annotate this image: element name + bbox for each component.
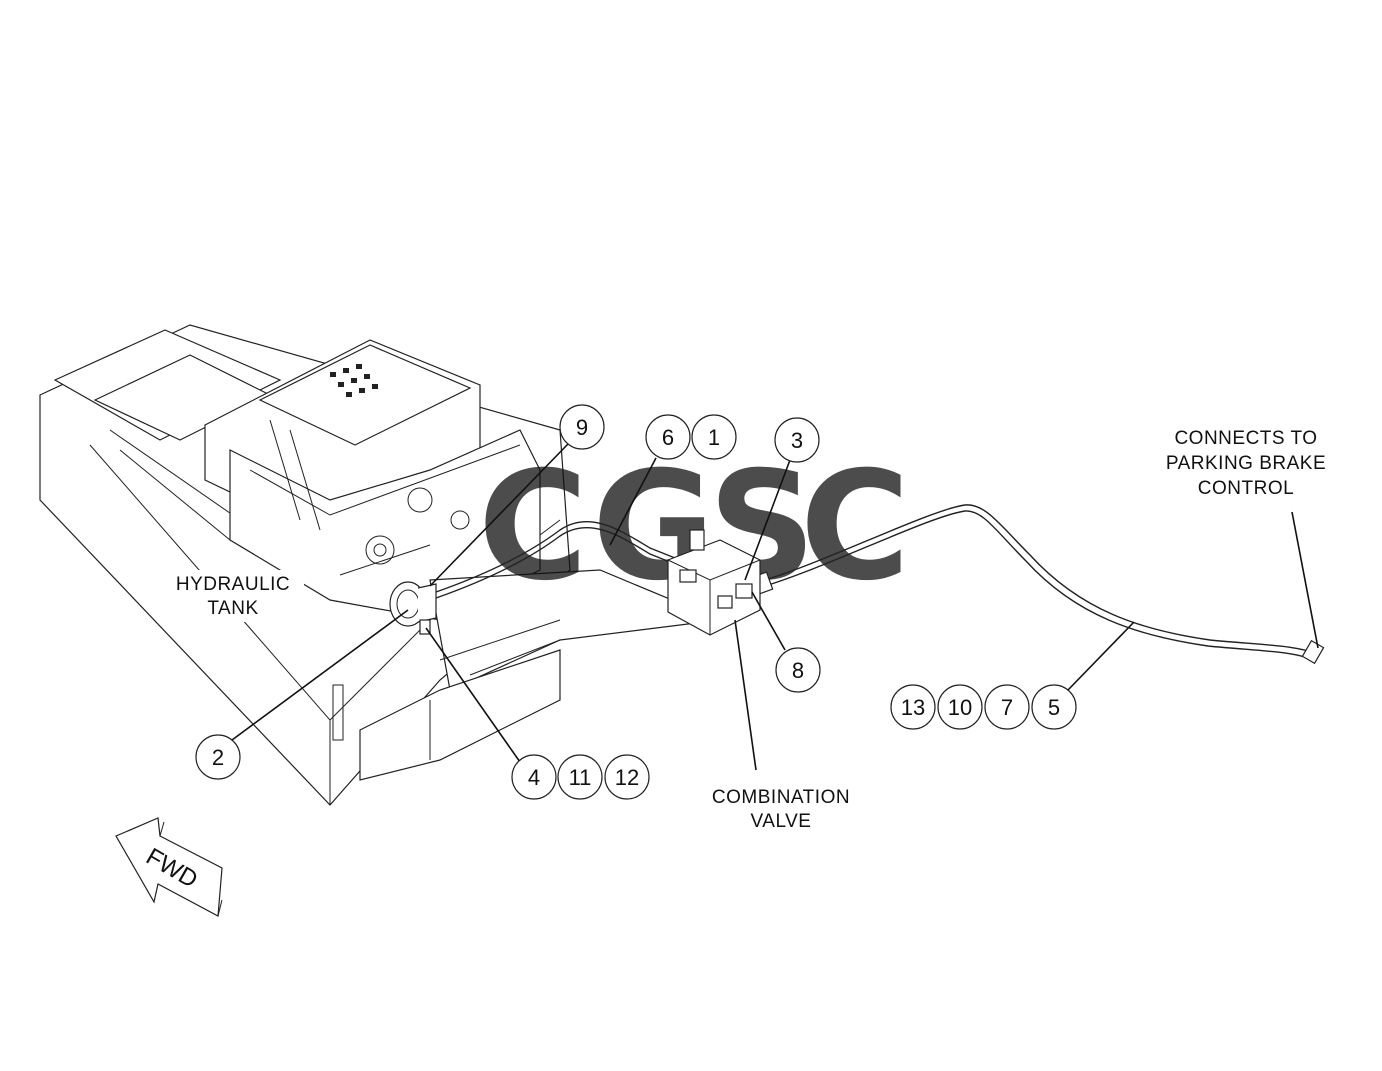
callout-2-number: 2 [212, 745, 224, 770]
parking-brake-label-line-1: CONNECTS TO [1174, 428, 1317, 449]
callout-7-number: 7 [1001, 695, 1013, 720]
callout-5: 5 [1031, 684, 1077, 730]
combination-valve-body [667, 529, 761, 636]
combination-valve-label-line-2: VALVE [751, 811, 812, 832]
parking-brake-label-line-3: CONTROL [1198, 478, 1294, 499]
callout-8-number: 8 [792, 658, 804, 683]
callout-11: 11 [557, 754, 603, 800]
leader-lines [231, 443, 1319, 771]
parking-brake-label-line-2: PARKING BRAKE [1166, 453, 1326, 474]
callout-4: 4 [511, 754, 557, 800]
watermark-letter-1: C [478, 440, 588, 614]
callout-6-number: 6 [662, 425, 674, 450]
callout-10-number: 10 [948, 695, 972, 720]
callout-7: 7 [984, 684, 1030, 730]
machine-frame [39, 324, 723, 806]
callout-12: 12 [604, 754, 650, 800]
callout-9-number: 9 [576, 415, 588, 440]
callout-3: 3 [774, 417, 820, 463]
callout-2: 2 [195, 734, 241, 780]
hydraulic-tank-label-line-1: HYDRAULIC [176, 574, 290, 595]
combination-valve-label-line-1: COMBINATION [712, 787, 850, 808]
callout-6: 6 [645, 414, 691, 460]
callout-1: 1 [691, 414, 737, 460]
fwd-arrow: FWD [115, 817, 223, 917]
combination-valve-label: COMBINATION VALVE [712, 787, 850, 832]
accumulator [389, 581, 437, 635]
vent-grid [330, 364, 378, 397]
callout-3-number: 3 [791, 428, 803, 453]
callout-13: 13 [890, 684, 936, 730]
hydraulic-tank-label-line-2: TANK [207, 598, 258, 619]
hydraulic-tank-label: HYDRAULIC TANK [162, 570, 304, 622]
parking-brake-label: CONNECTS TO PARKING BRAKE CONTROL [1166, 428, 1326, 499]
watermark: C G S C [478, 440, 910, 614]
callout-5-number: 5 [1048, 695, 1060, 720]
callout-4-number: 4 [528, 765, 540, 790]
watermark-letter-4: C [800, 440, 910, 614]
callout-12-number: 12 [615, 765, 639, 790]
callout-13-number: 13 [901, 695, 925, 720]
callout-11-number: 11 [569, 765, 592, 790]
callout-8: 8 [775, 647, 821, 693]
callout-10: 10 [937, 684, 983, 730]
callout-1-number: 1 [708, 425, 720, 450]
callout-9: 9 [559, 404, 605, 450]
